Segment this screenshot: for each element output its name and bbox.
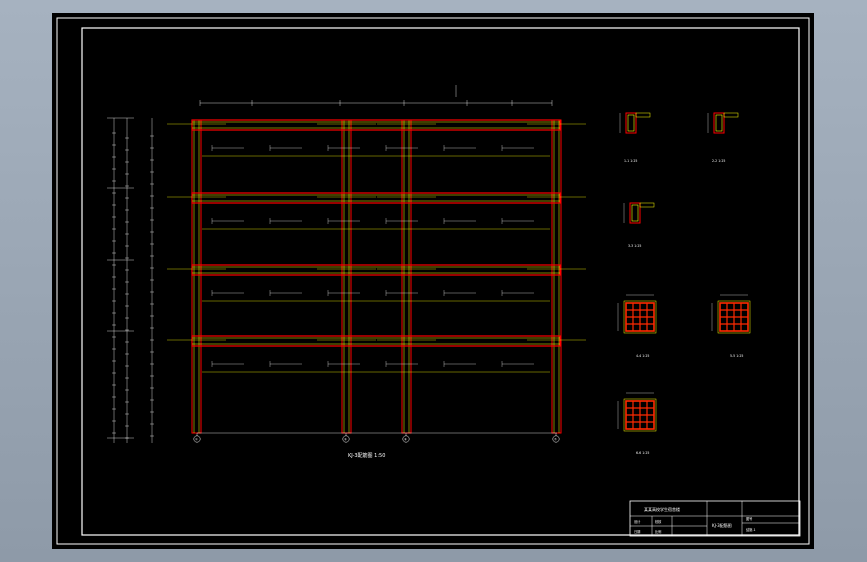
section-label: 1-1 1:25: [624, 159, 637, 163]
section-label: 5-5 1:25: [730, 354, 743, 358]
title-scale: 比例: [655, 529, 661, 534]
beam-outline: [191, 335, 561, 347]
section-label: 4-4 1:25: [636, 354, 649, 358]
axis-bubble-label: ⑦: [554, 438, 557, 442]
beam-section: [629, 202, 641, 224]
beam-section-slab: [639, 202, 655, 208]
top-dimensions: [199, 85, 553, 106]
section-label: 6-6 1:25: [636, 451, 649, 455]
column-section-cover: [717, 300, 751, 334]
beam-outline: [191, 192, 561, 204]
section-label: 2-2 1:25: [712, 159, 725, 163]
sheet-border-outer: [56, 17, 810, 545]
title-drawing-no-label: 图号: [746, 516, 752, 521]
beam-section-stirrup: [627, 114, 635, 132]
beam-outline: [191, 264, 561, 276]
beam-section: [713, 112, 725, 134]
title-drawing-no: 结施-1: [746, 527, 756, 532]
title-sheet-name: KJ-3配筋图: [712, 522, 732, 528]
column-outline: [341, 119, 352, 434]
axis-bubble-label: ⑤: [404, 438, 407, 442]
axis-bubble-label: ③: [344, 438, 347, 442]
beam-section: [625, 112, 637, 134]
sheet-border-inner: [81, 27, 800, 536]
section-details[interactable]: 1-1 1:25 2-2 1:25 3-3 1:25 4-4 1:25 5-5 1:25…: [617, 112, 751, 455]
beam-section-slab: [723, 112, 739, 118]
column-outline: [551, 119, 562, 434]
column-section-cover: [623, 398, 657, 432]
title-designer: 设计: [634, 519, 641, 524]
axis-bubble-label: ①: [195, 438, 198, 442]
beam-section-stirrup: [715, 114, 723, 132]
frame-elevation[interactable]: [167, 119, 586, 434]
beam-section-slab: [635, 112, 651, 118]
title-checker: 校核: [655, 519, 662, 524]
level-scale: [107, 117, 153, 443]
elevation-caption: KJ-3配筋图 1:50: [348, 452, 385, 459]
structural-drawing[interactable]: ① ③ ⑤ ⑦ KJ-3配筋图 1:50 1-1 1:25 2-2 1:25 3-3 1:…: [52, 13, 814, 549]
beam-section-stirrup: [631, 204, 639, 222]
title-block[interactable]: 某某高校学生宿舍楼 设计 校核 日期 比例 KJ-3配筋图 图号 结施-1: [629, 500, 801, 537]
section-label: 3-3 1:25: [628, 244, 641, 248]
column-section-cover: [623, 300, 657, 334]
cad-viewport[interactable]: ① ③ ⑤ ⑦ KJ-3配筋图 1:50 1-1 1:25 2-2 1:25 3-3 1:…: [52, 13, 814, 549]
level-ticks: [112, 132, 154, 439]
axis-bubbles: ① ③ ⑤ ⑦: [193, 433, 560, 443]
column-outline: [191, 119, 202, 434]
beam-outline: [191, 119, 561, 131]
title-date: 日期: [634, 529, 640, 534]
column-outline: [401, 119, 412, 434]
title-project: 某某高校学生宿舍楼: [644, 506, 680, 512]
